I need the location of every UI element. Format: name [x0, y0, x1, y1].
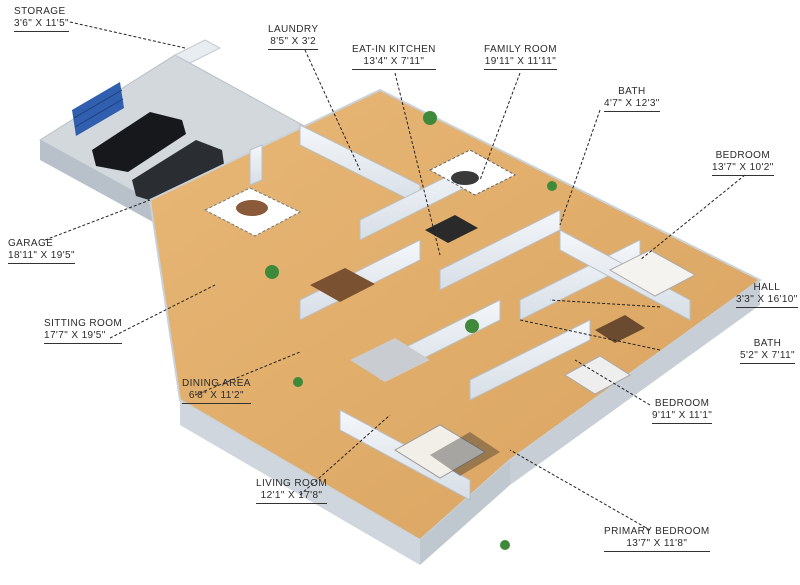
- car-icon: [92, 112, 224, 204]
- furniture: [203, 149, 697, 479]
- house-floor: [148, 88, 762, 565]
- storage-shelves-icon: [72, 82, 124, 136]
- leader-lines: [44, 21, 746, 531]
- plant-icons: [265, 111, 557, 550]
